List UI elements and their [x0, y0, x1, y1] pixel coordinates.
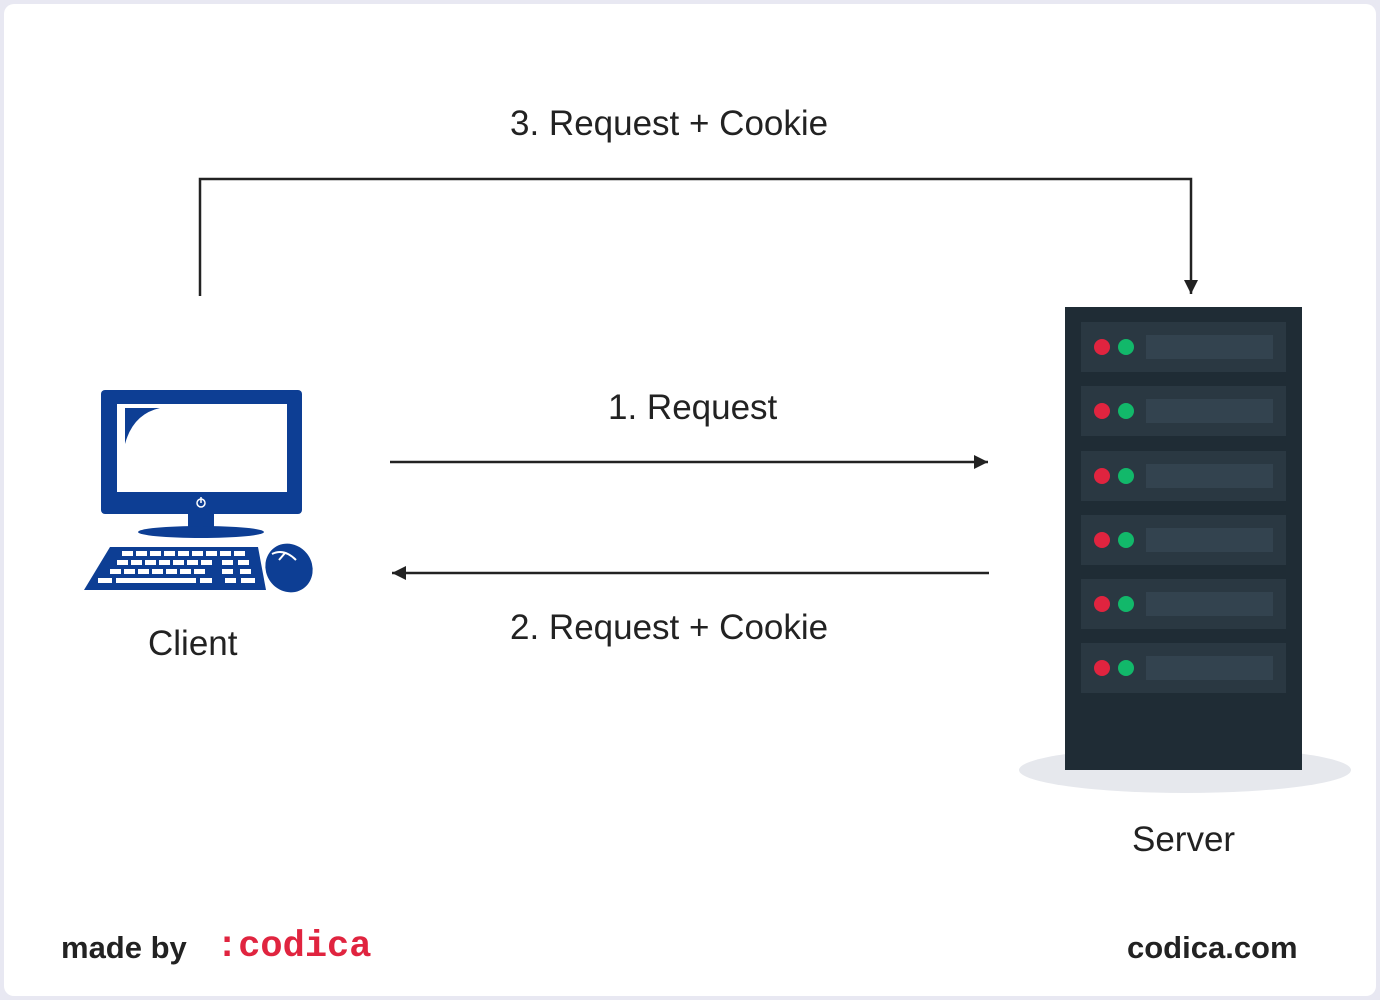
codica-logo: :codica: [216, 926, 372, 968]
site-link[interactable]: codica.com: [1127, 930, 1298, 965]
server-unit: [1081, 386, 1286, 436]
server-unit: [1081, 579, 1286, 629]
edge-label-request-1: 1. Request: [608, 388, 778, 427]
server-rack-icon: [1019, 307, 1351, 793]
edge-label-request-cookie-2: 2. Request + Cookie: [510, 608, 829, 647]
server-unit: [1081, 451, 1286, 501]
desktop-computer-icon: [84, 390, 313, 593]
client-label: Client: [148, 624, 238, 663]
made-by-text: made by: [61, 930, 187, 965]
edge-request-cookie-loop-arrow: [198, 177, 1198, 296]
server-unit: [1081, 322, 1286, 372]
server-unit: [1081, 643, 1286, 693]
server-label: Server: [1132, 820, 1236, 859]
server-unit: [1081, 515, 1286, 565]
edge-label-request-cookie-3: 3. Request + Cookie: [510, 104, 829, 143]
